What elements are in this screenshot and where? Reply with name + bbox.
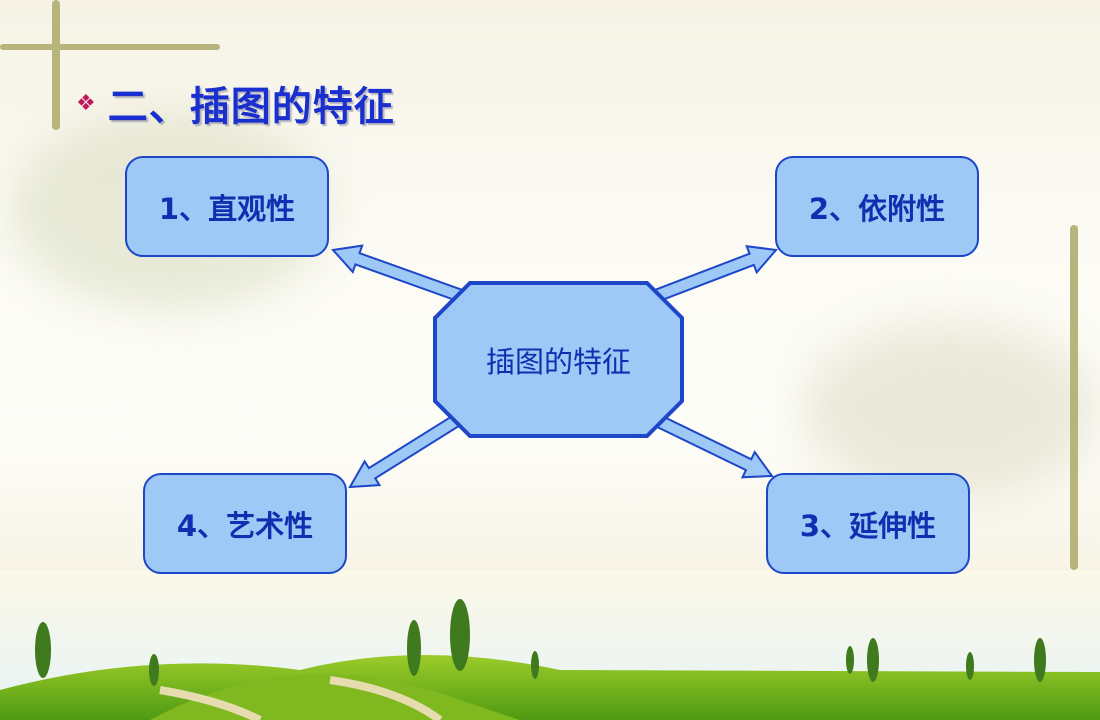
node-dependence: 2、依附性 bbox=[775, 156, 979, 257]
arrow-to-node-4 bbox=[348, 405, 475, 489]
node-intuitive: 1、直观性 bbox=[125, 156, 329, 257]
center-octagon bbox=[433, 281, 684, 438]
node-artistic: 4、艺术性 bbox=[143, 473, 347, 574]
slide-title-text: 二、插图的特征 bbox=[107, 84, 395, 130]
arrow-to-node-2 bbox=[636, 245, 778, 309]
node-extension: 3、延伸性 bbox=[766, 473, 970, 574]
slide-title: ❖ 二、插图的特征 bbox=[76, 74, 395, 132]
vine-decoration bbox=[0, 44, 220, 50]
vine-decoration bbox=[1070, 225, 1078, 570]
background-cloud bbox=[800, 320, 1100, 500]
vine-decoration bbox=[52, 0, 60, 130]
center-node-label: 插图的特征 bbox=[485, 344, 631, 379]
diamond-bullet-icon: ❖ bbox=[76, 90, 96, 116]
